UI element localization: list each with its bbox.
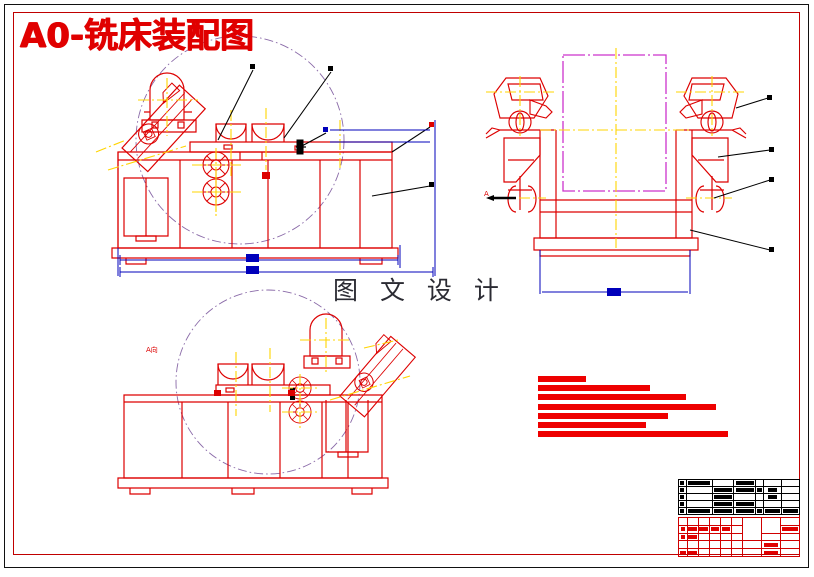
table-row[interactable] <box>678 507 801 515</box>
note-line <box>538 403 716 410</box>
watermark-text: 图 文 设 计 <box>333 276 506 305</box>
sheet-outer-frame <box>4 4 809 568</box>
title-block-table[interactable] <box>678 516 801 557</box>
note-line <box>538 421 646 428</box>
table-row[interactable] <box>678 540 801 550</box>
sheet-inner-border <box>13 12 800 555</box>
parts-list-table[interactable] <box>678 479 801 515</box>
note-line <box>538 412 668 419</box>
table-row[interactable] <box>678 493 801 501</box>
table-row[interactable] <box>678 500 801 508</box>
table-row[interactable] <box>678 516 801 542</box>
table-row[interactable] <box>678 524 801 534</box>
note-line <box>538 431 728 438</box>
note-line <box>538 385 650 392</box>
technical-requirements-block <box>538 376 728 440</box>
table-row[interactable] <box>678 532 801 542</box>
table-row[interactable] <box>678 548 801 557</box>
drawing-title: A0-铣床装配图 <box>20 16 255 56</box>
note-line <box>538 376 586 382</box>
note-line <box>538 394 686 401</box>
table-row[interactable] <box>678 479 801 487</box>
table-row[interactable] <box>678 486 801 494</box>
